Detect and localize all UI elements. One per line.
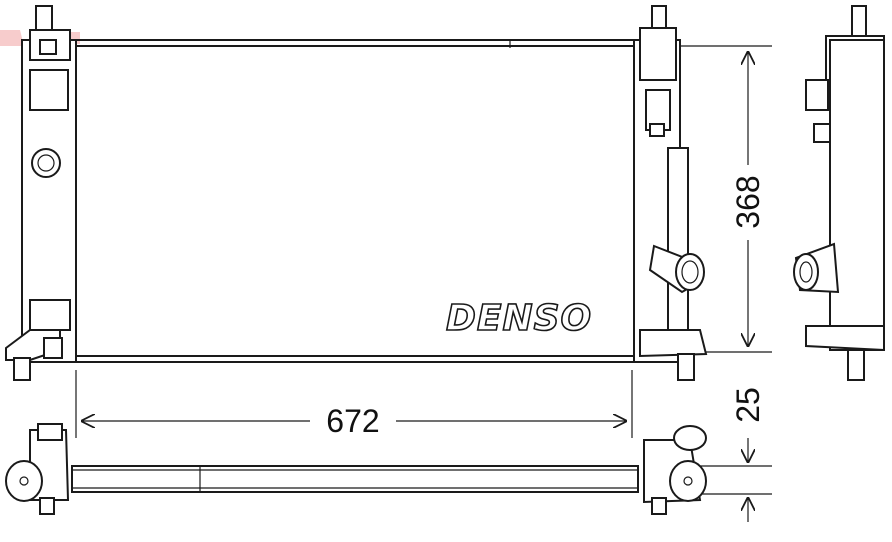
width-dimension: 672 — [75, 370, 633, 439]
front-view: DENSO — [5, 5, 708, 381]
thickness-label: 25 — [730, 387, 766, 423]
width-label: 672 — [326, 403, 379, 439]
height-dimension: 368 — [680, 45, 772, 353]
height-label: 368 — [730, 175, 766, 228]
right-tank — [633, 5, 708, 381]
top-view — [5, 423, 707, 515]
thickness-dimension: 25 — [700, 387, 772, 522]
left-tank — [5, 5, 77, 381]
side-view — [793, 5, 885, 381]
brand-logo: DENSO — [446, 298, 592, 339]
